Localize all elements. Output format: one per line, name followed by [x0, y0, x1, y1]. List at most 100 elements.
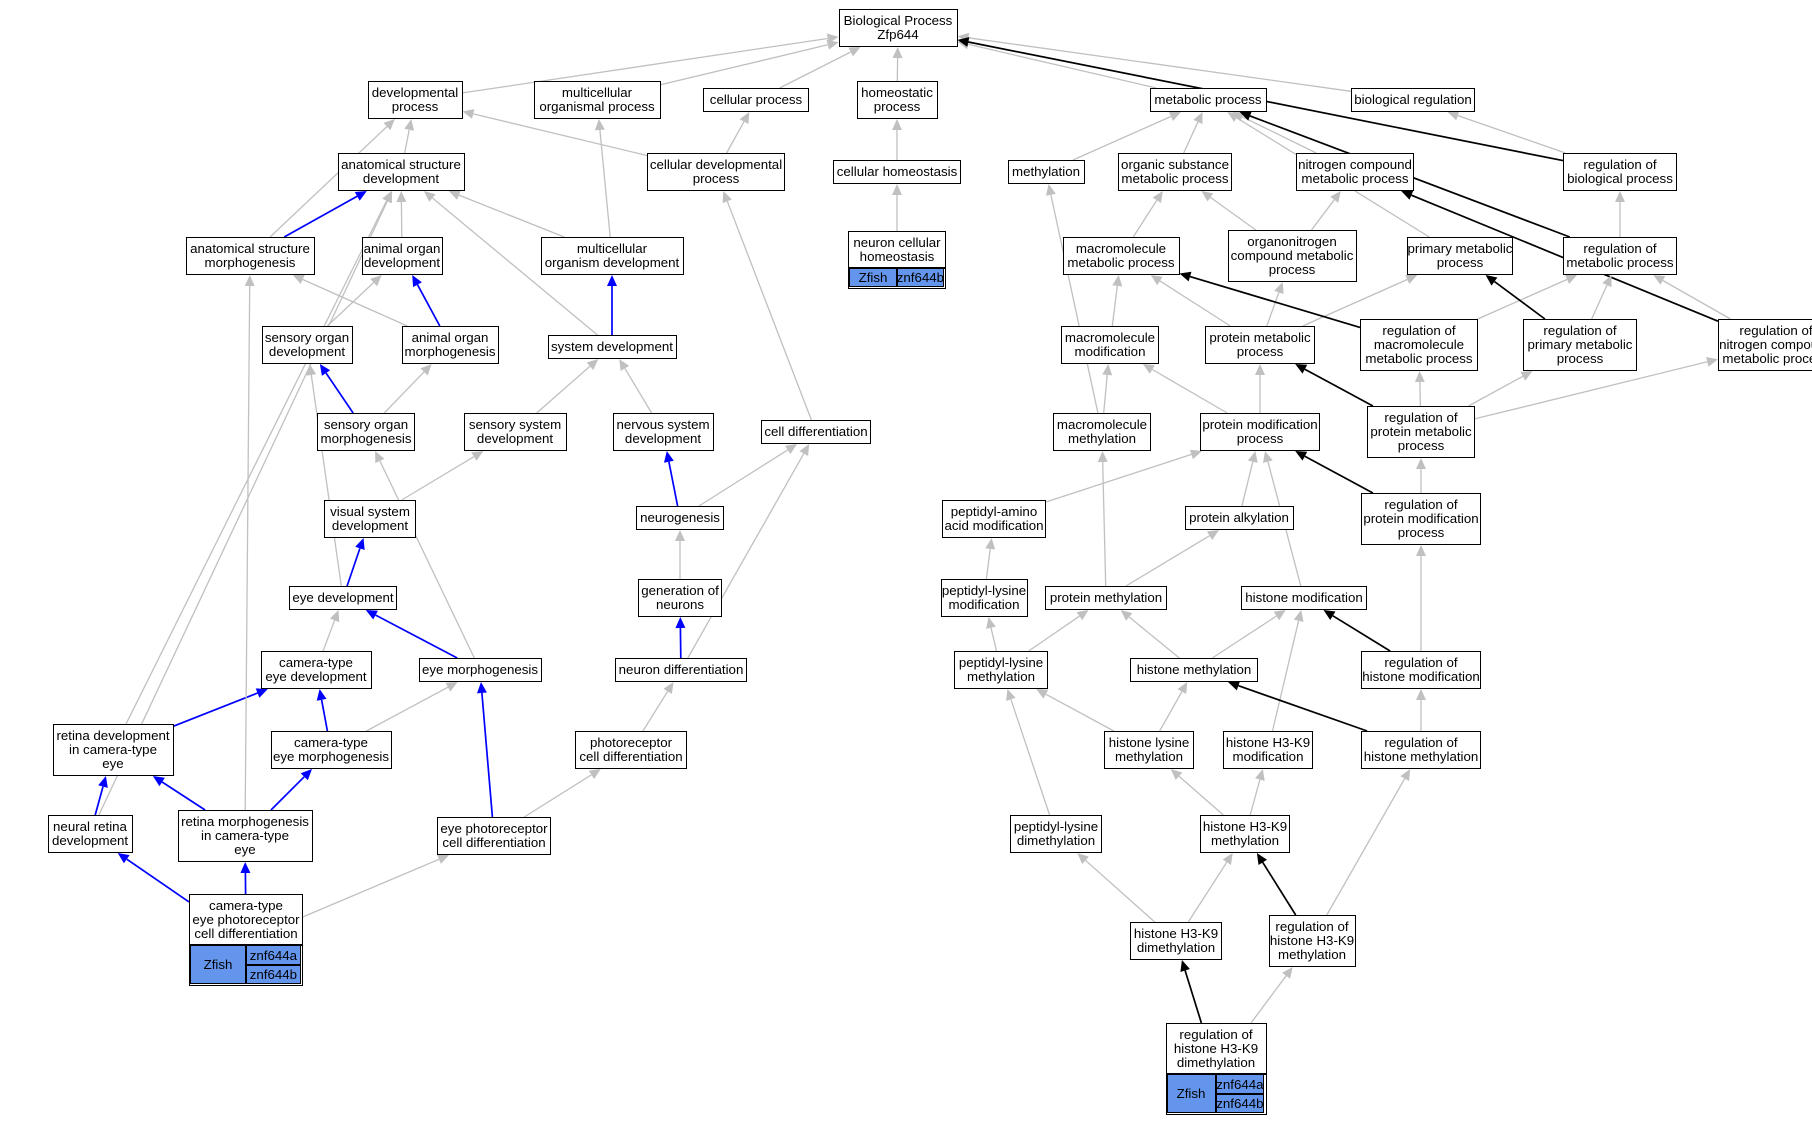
go-term-neuron-diff[interactable]: neuron differentiation	[615, 658, 747, 682]
term-label-line: regulation of	[1384, 496, 1458, 512]
edge-is-a	[1662, 279, 1731, 320]
go-term-protein-alkyl[interactable]: protein alkylation	[1184, 506, 1294, 530]
gene-cell[interactable]: znf644a	[246, 945, 301, 965]
edge-is-a	[1187, 861, 1228, 923]
term-label-line: process	[1236, 431, 1284, 446]
term-label-line: metabolic process	[1365, 351, 1473, 367]
go-term-eye-dev[interactable]: eye development	[289, 586, 397, 610]
edge-arrowhead	[1330, 191, 1341, 203]
go-term-neurogenesis[interactable]: neurogenesis	[636, 506, 724, 530]
edge-arrowhead	[1142, 364, 1155, 374]
edge-is-a	[642, 690, 669, 732]
go-term-cell-homeo[interactable]: cellular homeostasis	[833, 160, 961, 184]
edge-arrowhead	[404, 119, 415, 131]
term-label-line: sensory system	[468, 416, 562, 432]
edge-arrowhead	[412, 275, 422, 288]
go-term-protein-meth[interactable]: protein methylation	[1045, 586, 1167, 610]
edge-arrowhead	[1295, 364, 1308, 374]
gene-cell[interactable]: znf644b	[896, 268, 945, 288]
gene-cell[interactable]: znf644a	[1215, 1074, 1265, 1094]
term-label-line: sensory organ	[323, 416, 409, 432]
edge-is-a	[1183, 121, 1199, 154]
organism-cell: Zfish	[849, 268, 897, 288]
edge-arrowhead	[354, 191, 367, 201]
edge-arrowhead	[1239, 111, 1252, 121]
term-label-line: compound metabolic	[1230, 247, 1354, 263]
go-term-system-dev[interactable]: system development	[547, 335, 677, 359]
term-label-line: histone methylation	[1136, 661, 1252, 677]
gene-cell[interactable]: znf644b	[1215, 1093, 1265, 1114]
term-label-line: developmental	[371, 84, 459, 100]
go-term-bio-reg[interactable]: biological regulation	[1351, 88, 1475, 112]
go-term-eye-morph[interactable]: eye morphogenesis	[418, 658, 542, 682]
gene-cell[interactable]: znf644b	[246, 964, 301, 985]
go-term-cell-proc[interactable]: cellular process	[703, 88, 809, 112]
edge-is-a	[1242, 116, 1317, 154]
go-term-histone-meth[interactable]: histone methylation	[1130, 658, 1258, 682]
go-term-histone-mod[interactable]: histone modification	[1241, 586, 1367, 610]
go-term-metab-proc[interactable]: metabolic process	[1149, 88, 1267, 112]
term-label-line: dimethylation	[1136, 940, 1216, 955]
go-term-methylation[interactable]: methylation	[1007, 160, 1085, 184]
go-term-cell-diff[interactable]: cell differentiation	[761, 420, 871, 444]
term-label-line: regulation of	[1543, 322, 1617, 338]
edge-regulates	[1184, 970, 1203, 1024]
edge-arrowhead	[1152, 191, 1163, 203]
term-label-line: macromolecule	[1075, 240, 1167, 256]
